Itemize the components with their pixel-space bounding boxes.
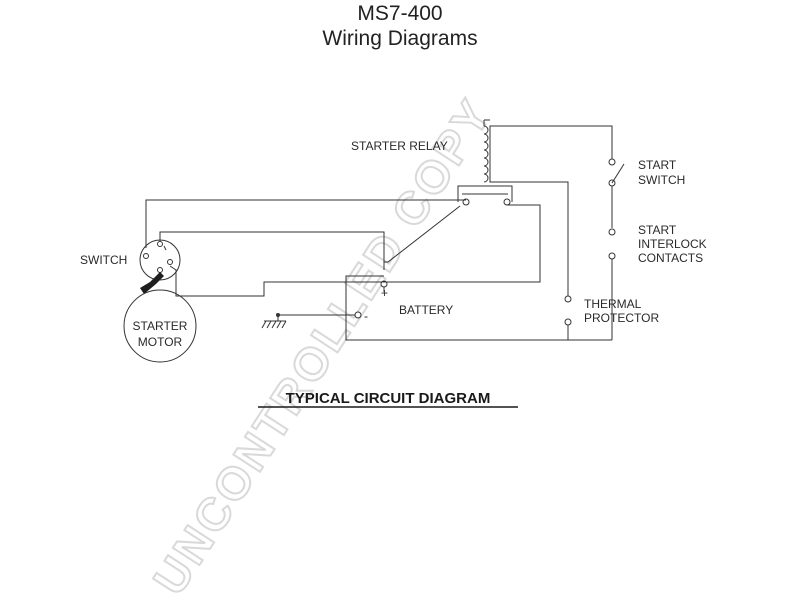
starter-motor-label-line1: STARTER	[133, 319, 188, 333]
relay-top-wire	[489, 125, 613, 160]
switch-to-relay-top-wire	[145, 199, 466, 248]
battery-minus-label: -	[364, 309, 368, 323]
starter-relay-label: STARTER RELAY	[351, 139, 448, 153]
switch-label: SWITCH	[80, 253, 127, 267]
page-title: Wiring Diagrams	[322, 27, 478, 50]
thermal-protector-label-line2: PROTECTOR	[584, 311, 659, 325]
relay-to-motor-wire	[169, 204, 541, 297]
start-interlock-label-line3: CONTACTS	[638, 251, 703, 265]
starter-motor-label-line2: MOTOR	[138, 335, 183, 349]
switch-motor-strap	[140, 272, 164, 294]
switch-symbol	[139, 239, 181, 281]
relay-contact-block	[457, 185, 513, 206]
starter-relay-coil	[483, 119, 490, 183]
title-block: MS7-400 Wiring Diagrams	[0, 0, 800, 52]
start-interlock-label-line1: START	[638, 223, 677, 237]
starter-motor-symbol	[123, 289, 197, 363]
start-switch-symbol	[608, 158, 625, 187]
battery-to-switch-wire	[159, 231, 385, 262]
watermark: UNCONTROLLED COPY	[143, 89, 503, 600]
ground-symbol	[261, 315, 287, 329]
relay-to-thermal-wire	[489, 176, 569, 296]
start-switch-label-line1: START	[638, 158, 677, 172]
battery-plus-label: +	[381, 286, 388, 300]
diagram-caption: TYPICAL CIRCUIT DIAGRAM	[286, 390, 491, 407]
model-title: MS7-400	[357, 2, 443, 25]
start-interlock-contacts-symbol	[608, 228, 616, 260]
start-switch-label-line2: SWITCH	[638, 173, 685, 187]
battery-label: BATTERY	[399, 303, 453, 317]
start-interlock-label-line2: INTERLOCK	[638, 237, 707, 251]
thermal-protector-symbol	[564, 295, 572, 326]
bottom-return-wire	[345, 275, 612, 341]
thermal-protector-label-line1: THERMAL	[584, 297, 642, 311]
battery-to-relay-wire	[383, 205, 461, 270]
